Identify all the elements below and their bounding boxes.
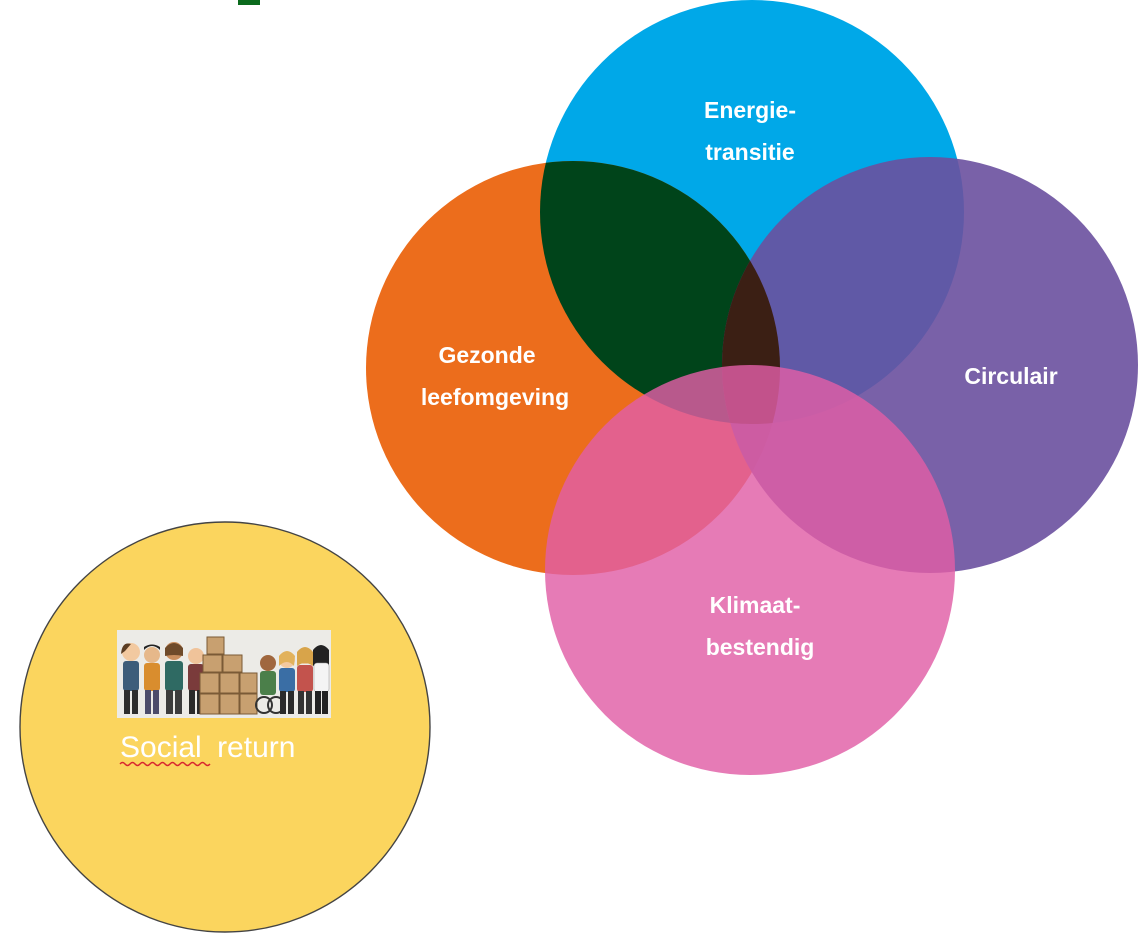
label-social: Social [120,731,202,764]
top-accent-bar [238,0,260,5]
circle-klimaatbestendig [545,365,955,775]
label-return: return [217,731,295,764]
label-klimaatbestendig-2: bestendig [706,634,815,660]
people-with-boxes-illustration [117,630,331,718]
label-klimaatbestendig: Klimaat- [710,592,801,618]
label-circulair: Circulair [964,363,1057,389]
label-gezonde-leefomgeving: Gezonde [438,342,535,368]
label-energietransitie: Energie- [704,97,796,123]
circle-social-return [19,521,431,933]
label-social-return: Social return [120,731,295,764]
spellcheck-underline [119,761,211,767]
label-gezonde-leefomgeving-2: leefomgeving [421,384,569,410]
label-energietransitie-2: transitie [705,139,794,165]
